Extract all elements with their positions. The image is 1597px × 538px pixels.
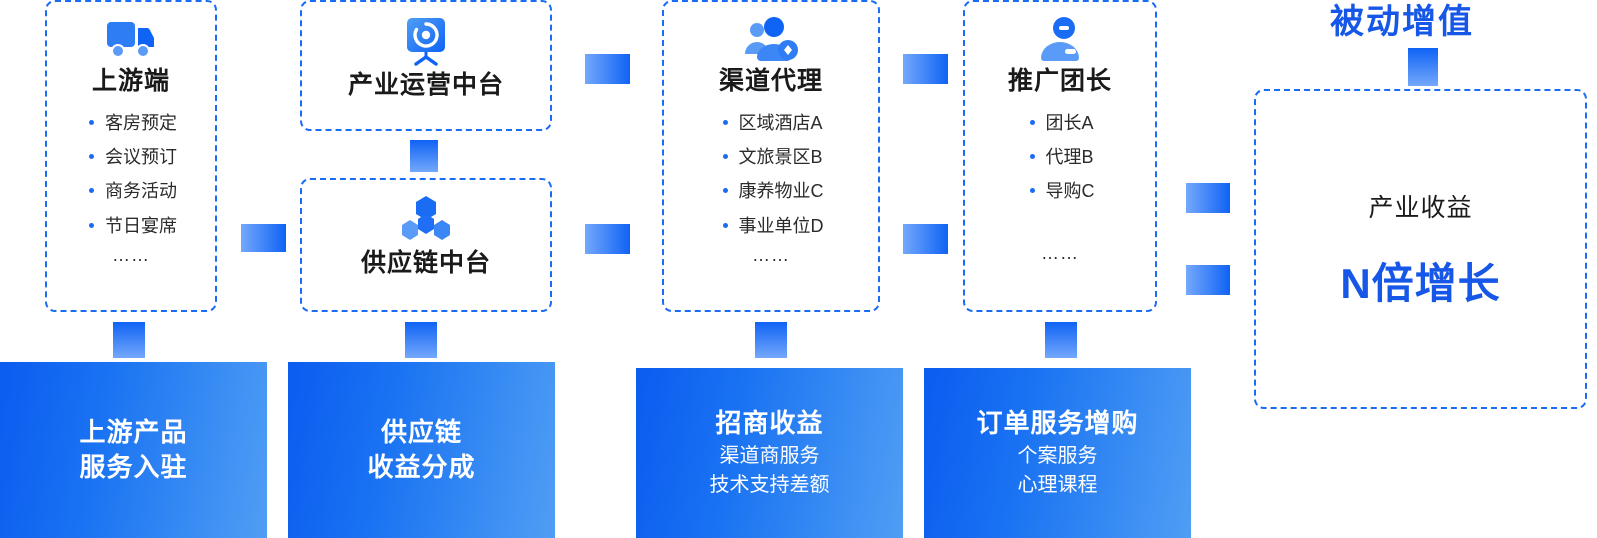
card-supply-chain-platform[interactable]: 供应链中台 [300, 178, 552, 312]
revenue-box-investment-revenue[interactable]: 招商收益 渠道商服务 技术支持差额 [636, 368, 903, 538]
connector-horizontal-channel-to-promoter-upper [903, 54, 948, 84]
revenue-box-title-line2: 服务入驻 [79, 452, 188, 482]
two-people-badge-icon [743, 16, 799, 62]
revenue-box-sub-2: 心理课程 [1017, 473, 1098, 496]
connector-horizontal-supplychain-to-channel [585, 224, 630, 254]
target-monitor-icon [402, 16, 450, 66]
card-item-list: 团长A 代理B 导购C [1026, 106, 1095, 209]
outcome-value: N倍增长 [1340, 259, 1501, 307]
connector-horizontal-to-outcome-upper [1186, 183, 1230, 213]
list-ellipsis: …… [752, 244, 790, 265]
card-industry-operations-platform[interactable]: 产业运营中台 [300, 0, 552, 131]
card-channel-agent[interactable]: 渠道代理 区域酒店A 文旅景区B 康养物业C 事业单位D …… [662, 0, 880, 312]
connector-horizontal-to-outcome-lower [1186, 265, 1230, 295]
list-item: 文旅景区B [719, 140, 824, 174]
outcome-title: 被动增值 [1330, 3, 1474, 41]
connector-vertical-channel-agent [755, 322, 787, 358]
list-item: 商务活动 [85, 174, 177, 208]
list-item: 代理B [1026, 140, 1095, 174]
outcome-label: 产业收益 [1368, 193, 1473, 222]
revenue-box-title-line1: 订单服务增购 [976, 408, 1139, 439]
connector-horizontal-channel-to-promoter-lower [903, 224, 948, 254]
list-item: 康养物业C [719, 174, 824, 208]
revenue-box-sub-1: 个案服务 [1017, 444, 1098, 467]
connector-horizontal-ops-to-channel [585, 54, 630, 84]
connector-vertical-supplychain [405, 322, 437, 358]
card-item-list: 客房预定 会议预订 商务活动 节日宴席 [85, 106, 177, 243]
connector-vertical-promotion-leader [1045, 322, 1077, 358]
connector-vertical-ops-to-supplychain [410, 140, 438, 172]
card-title: 渠道代理 [718, 67, 823, 95]
card-title: 产业运营中台 [347, 71, 504, 99]
card-title: 上游端 [91, 67, 170, 95]
list-item: 会议预订 [85, 140, 177, 174]
connector-horizontal-upstream-to-supplychain [241, 224, 286, 252]
card-title: 推广团长 [1007, 67, 1112, 95]
list-item: 团长A [1026, 106, 1095, 140]
list-item: 节日宴席 [85, 209, 177, 243]
list-item: 区域酒店A [719, 106, 824, 140]
revenue-box-title-line1: 招商收益 [715, 408, 824, 439]
revenue-box-supply-chain-revenue-share[interactable]: 供应链 收益分成 [288, 362, 555, 538]
list-ellipsis: …… [112, 244, 150, 265]
revenue-box-upstream-product-service[interactable]: 上游产品 服务入驻 [0, 362, 267, 538]
card-outcome[interactable]: 产业收益 N倍增长 [1254, 89, 1587, 409]
revenue-box-title-line1: 上游产品 [79, 416, 188, 447]
revenue-box-sub-2: 技术支持差额 [709, 473, 830, 496]
revenue-box-title-line2: 收益分成 [367, 452, 476, 482]
card-item-list: 区域酒店A 文旅景区B 康养物业C 事业单位D [719, 106, 824, 243]
revenue-box-title-line1: 供应链 [380, 416, 462, 447]
supply-chain-nodes-icon [400, 194, 452, 244]
revenue-box-order-service-upsell[interactable]: 订单服务增购 个案服务 心理课程 [924, 368, 1191, 538]
list-ellipsis: …… [1041, 242, 1079, 263]
card-title: 供应链中台 [360, 249, 491, 277]
list-item: 导购C [1026, 174, 1095, 208]
connector-vertical-outcome [1408, 48, 1438, 86]
list-item: 客房预定 [85, 106, 177, 140]
card-promotion-leader[interactable]: 推广团长 团长A 代理B 导购C …… [963, 0, 1157, 312]
revenue-box-sub-1: 渠道商服务 [719, 444, 820, 467]
list-item: 事业单位D [719, 209, 824, 243]
truck-icon [105, 16, 157, 62]
card-upstream[interactable]: 上游端 客房预定 会议预订 商务活动 节日宴席 …… [45, 0, 217, 312]
connector-vertical-upstream [113, 322, 145, 358]
person-icon [1035, 16, 1085, 62]
